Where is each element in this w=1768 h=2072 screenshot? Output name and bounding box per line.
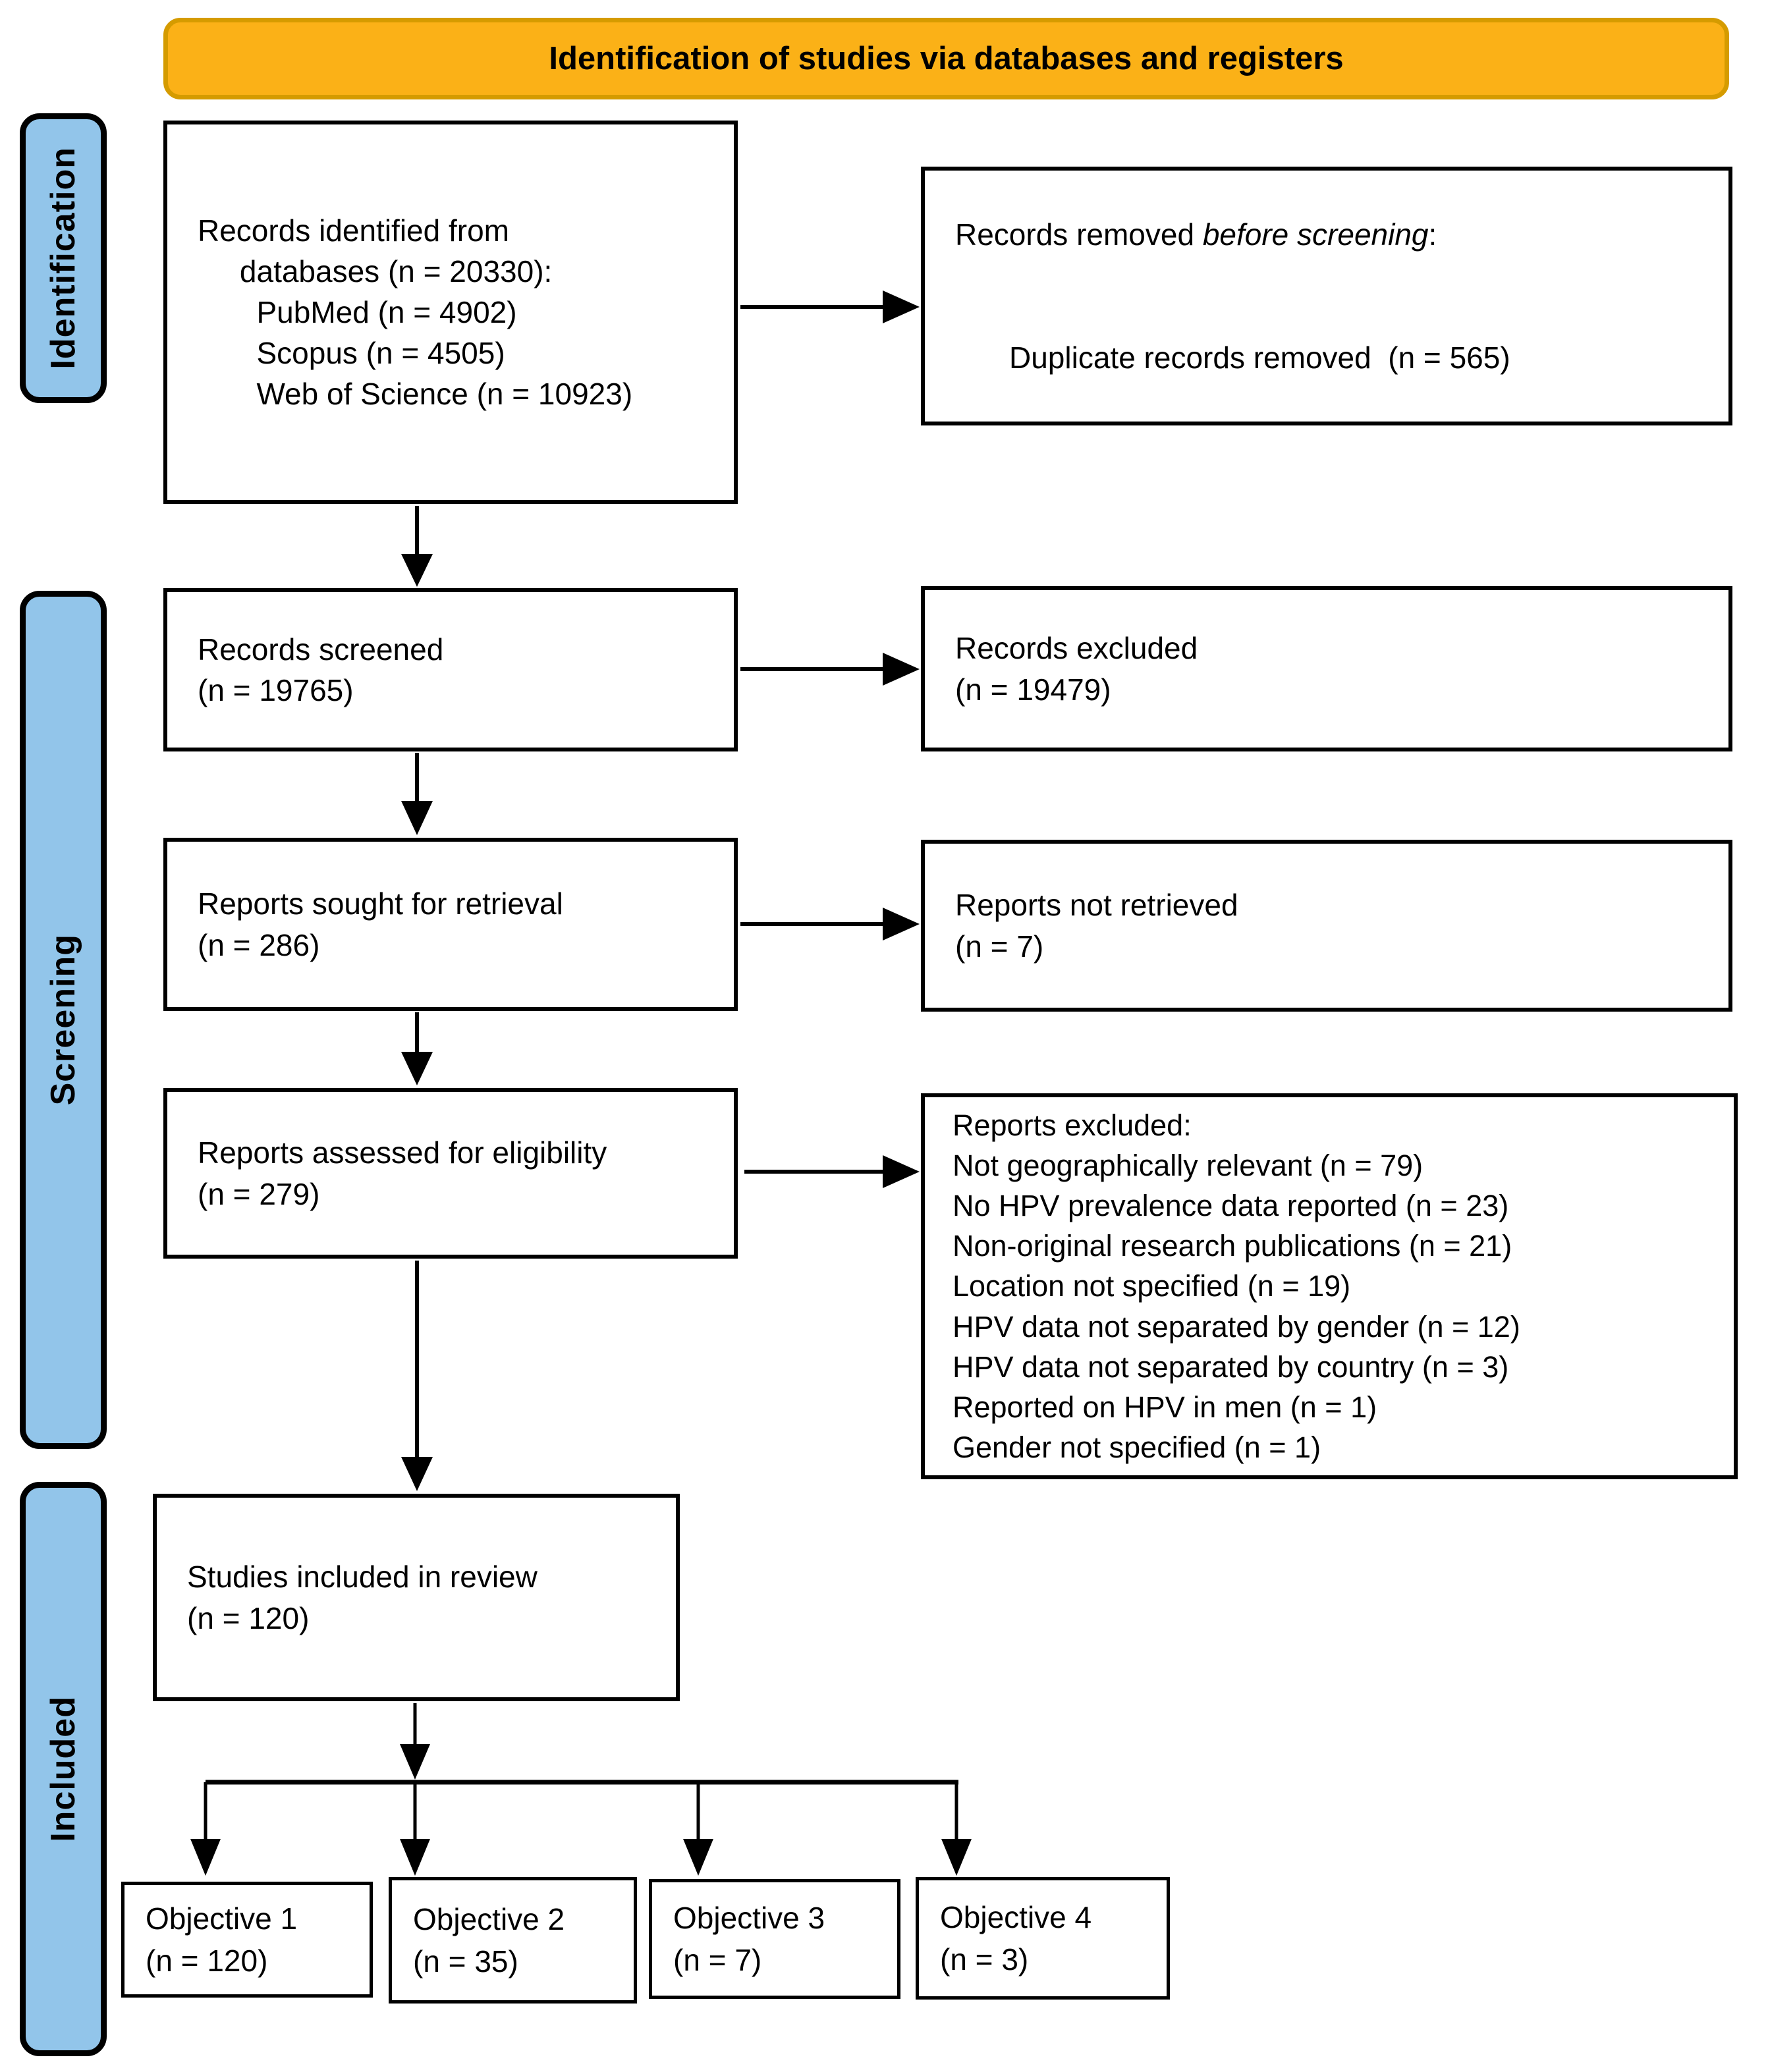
box-studies-included: Studies included in review (n = 120) xyxy=(153,1494,680,1701)
box-reports-assessed: Reports assessed for eligibility (n = 27… xyxy=(163,1088,738,1259)
stage-label-included: Included xyxy=(20,1482,107,2056)
stage-identification-text: Identification xyxy=(44,147,82,369)
box-objective-3: Objective 3 (n = 7) xyxy=(649,1879,900,1999)
records-removed-line1: Records removed before screening: xyxy=(955,217,1437,252)
arrow-branch-to-objective2 xyxy=(400,1782,430,1876)
box-objective-1-text: Objective 1 (n = 120) xyxy=(146,1901,298,1978)
box-objective-4-text: Objective 4 (n = 3) xyxy=(940,1899,1092,1977)
stage-included-text: Included xyxy=(44,1696,82,1842)
box-reports-sought: Reports sought for retrieval (n = 286) xyxy=(163,838,738,1011)
box-objective-2-text: Objective 2 (n = 35) xyxy=(413,1901,565,1978)
box-studies-included-text: Studies included in review (n = 120) xyxy=(187,1560,538,1635)
box-reports-sought-text: Reports sought for retrieval (n = 286) xyxy=(198,886,563,962)
box-objective-3-text: Objective 3 (n = 7) xyxy=(673,1900,825,1977)
arrow-identified-to-removed xyxy=(740,290,920,323)
box-objective-1: Objective 1 (n = 120) xyxy=(121,1882,373,1998)
box-records-identified: Records identified from databases (n = 2… xyxy=(163,121,738,504)
stage-label-screening: Screening xyxy=(20,591,107,1449)
box-objective-2: Objective 2 (n = 35) xyxy=(389,1877,637,2004)
arrow-identified-to-screened xyxy=(401,506,433,587)
arrow-screened-to-excluded xyxy=(740,653,920,686)
arrow-sought-to-not-retrieved xyxy=(740,908,920,941)
arrow-branch-to-objective3 xyxy=(683,1782,713,1876)
box-records-screened-text: Records screened (n = 19765) xyxy=(198,632,444,707)
box-records-removed-text: Records removed before screening: Duplic… xyxy=(925,132,1524,460)
box-reports-not-retrieved-text: Reports not retrieved (n = 7) xyxy=(955,888,1238,964)
box-reports-excluded: Reports excluded: Not geographically rel… xyxy=(921,1093,1738,1479)
box-objective-4: Objective 4 (n = 3) xyxy=(916,1877,1170,2000)
banner-title: Identification of studies via databases … xyxy=(549,41,1344,76)
banner-identification-of-studies: Identification of studies via databases … xyxy=(163,18,1729,99)
stage-screening-text: Screening xyxy=(44,934,82,1106)
box-records-excluded-text: Records excluded (n = 19479) xyxy=(955,631,1198,707)
arrow-assessed-to-included xyxy=(401,1261,433,1491)
stage-label-identification: Identification xyxy=(20,113,107,403)
arrow-assessed-to-reports-excluded xyxy=(744,1155,920,1188)
records-removed-line2: Duplicate records removed (n = 565) xyxy=(1009,340,1510,375)
box-reports-excluded-text: Reports excluded: Not geographically rel… xyxy=(953,1108,1520,1465)
arrow-screened-to-sought xyxy=(401,753,433,835)
arrow-branch-to-objective1 xyxy=(190,1782,221,1876)
box-reports-not-retrieved: Reports not retrieved (n = 7) xyxy=(921,840,1732,1012)
arrow-sought-to-assessed xyxy=(401,1012,433,1085)
box-reports-assessed-text: Reports assessed for eligibility (n = 27… xyxy=(198,1135,607,1211)
records-removed-italic: before screening xyxy=(1202,217,1429,252)
box-records-excluded: Records excluded (n = 19479) xyxy=(921,586,1732,751)
box-records-screened: Records screened (n = 19765) xyxy=(163,588,738,751)
box-records-identified-text: Records identified from databases (n = 2… xyxy=(198,213,633,412)
arrow-included-to-branch xyxy=(400,1703,430,1780)
box-records-removed: Records removed before screening: Duplic… xyxy=(921,167,1732,425)
arrow-branch-to-objective4 xyxy=(941,1782,972,1876)
